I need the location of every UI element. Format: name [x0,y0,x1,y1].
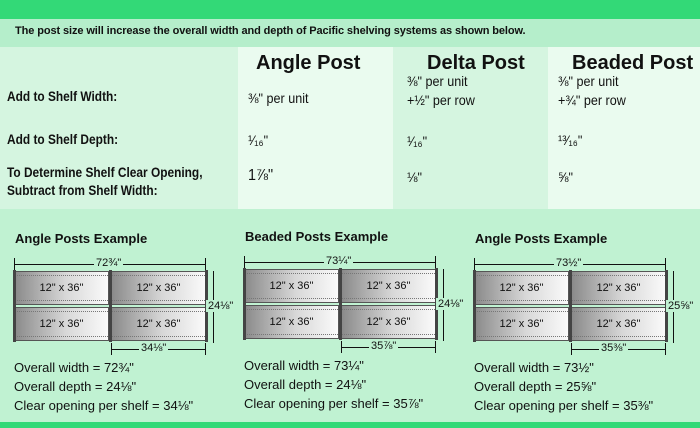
overall-width-label: 73¼" [324,255,354,267]
example-title: Beaded Posts Example [245,229,389,244]
width-value: ⅜" per unit [248,90,309,106]
width-value-row: +¾" per row [558,92,626,108]
post [109,270,112,342]
shelf-panel: 12" x 36" [341,269,436,303]
shelf-panel: 12" x 36" [571,271,666,305]
example-summary-line: Clear opening per shelf = 34⅛" [14,398,194,413]
row-label-width: Add to Shelf Width: [7,88,118,104]
post [13,270,16,342]
clear-opening-label: 35⅞" [369,340,399,352]
dimension-tick [14,258,15,270]
top-banner [0,0,700,19]
clear-value: ⅝" [558,169,573,185]
dimension-tick [205,343,206,355]
overall-depth-label: 24⅛" [436,298,466,310]
shelf-panel: 12" x 36" [474,307,569,341]
overall-width-label: 73½" [554,257,584,269]
post [473,270,476,342]
shelf-panel: 12" x 36" [111,271,206,305]
column-angle-post: Angle Post ⅜" per unit ¹⁄₁₆" 1⅞" [238,47,393,209]
clear-value: 1⅞" [248,167,274,184]
dimension-tick [244,256,245,268]
example-summary-line: Overall depth = 24⅛" [14,379,137,394]
shelf-panel: 12" x 36" [244,269,339,303]
overall-width-label: 72¾" [94,257,124,269]
dimension-tick [435,341,436,353]
shelf-panel: 12" x 36" [571,307,666,341]
column-header: Beaded Post [572,52,694,74]
bottom-banner [0,422,700,428]
row-label-clear: To Determine Shelf Clear Opening, [7,164,203,180]
post [569,270,572,342]
example-summary-line: Clear opening per shelf = 35⅞" [244,396,424,411]
overall-depth-label: 24⅛" [206,300,236,312]
shelf-panel: 12" x 36" [111,307,206,341]
shelving-example: Angle Posts Example 73½" 12" x 36"12" x 36… [473,230,696,420]
overall-depth-label: 25⅝" [666,300,696,312]
example-summary-line: Overall width = 73¼" [244,358,364,373]
shelf-panel: 12" x 36" [244,305,339,339]
depth-value: ¹³⁄₁₆" [558,132,583,148]
example-summary-line: Overall width = 73½" [474,360,594,375]
post [339,268,342,340]
column-delta-post: Delta Post ⅜" per unit +½" per row ¹⁄₁₆"… [393,47,548,209]
clear-value: ⅛" [407,169,422,185]
shelf-panel: 12" x 36" [14,271,109,305]
dimension-tick [474,258,475,270]
dimension-tick [205,258,206,270]
intro-text: The post size will increase the overall … [0,19,700,47]
row-label-depth: Add to Shelf Depth: [7,131,119,147]
example-title: Angle Posts Example [475,231,608,246]
post-size-table: Add to Shelf Width: Add to Shelf Depth: … [0,47,700,209]
dimension-tick [665,343,666,355]
shelf-panel: 12" x 36" [341,305,436,339]
depth-value: ¹⁄₁₆" [248,132,269,148]
clear-opening-label: 35⅜" [599,342,629,354]
shelving-example: Angle Posts Example 72¾" 12" x 36"12" x 36… [13,230,236,420]
shelf-panel: 12" x 36" [14,307,109,341]
shelf-panel: 12" x 36" [474,271,569,305]
column-beaded-post: Beaded Post ⅜" per unit +¾" per row ¹³⁄₁… [548,47,700,209]
width-value: ⅜" per unit [558,73,619,89]
dimension-tick [341,341,342,353]
depth-value: ¹⁄₁₆" [407,133,428,149]
width-value-row: +½" per row [407,92,475,108]
width-value: ⅜" per unit [407,73,468,89]
column-header: Delta Post [427,52,525,74]
clear-opening-label: 34⅛" [139,342,169,354]
post [243,268,246,340]
example-summary-line: Overall depth = 24⅛" [244,377,367,392]
dimension-tick [435,256,436,268]
dimension-tick [665,258,666,270]
example-summary-line: Clear opening per shelf = 35⅜" [474,398,654,413]
row-label-clear-2: Subtract from Shelf Width: [7,182,158,198]
dimension-tick [571,343,572,355]
column-header: Angle Post [256,52,361,74]
example-title: Angle Posts Example [15,231,148,246]
dimension-tick [111,343,112,355]
example-summary-line: Overall width = 72¾" [14,360,134,375]
example-summary-line: Overall depth = 25⅝" [474,379,597,394]
shelving-example: Beaded Posts Example 73¼" 12" x 36"12" x 3… [243,228,466,418]
